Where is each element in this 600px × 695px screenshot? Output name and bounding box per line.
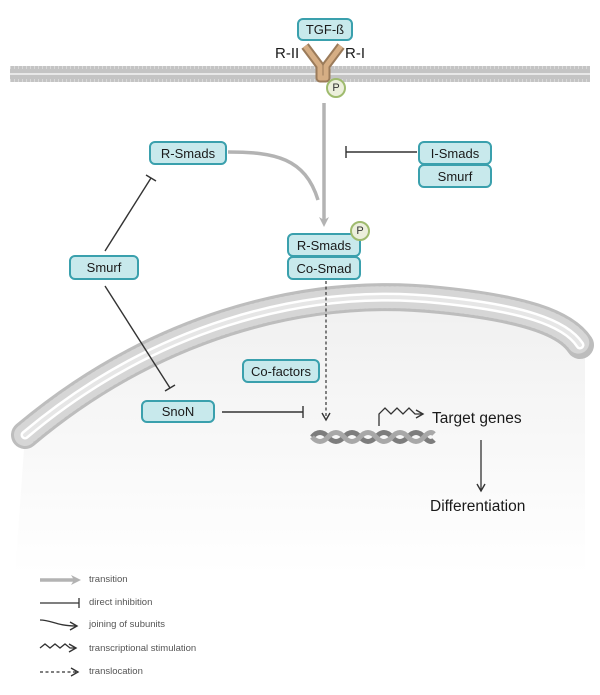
co-factors-node: Co-factors <box>242 359 320 383</box>
smurf-node-right: Smurf <box>418 164 492 188</box>
complex-phospho-badge: P <box>350 221 370 241</box>
nucleus-interior <box>15 297 585 575</box>
legend-item-joining: joining of subunits <box>89 619 166 630</box>
joining-arrow-icon <box>39 619 79 631</box>
wavy-arrow-icon <box>39 643 78 653</box>
i-smads-node: I-Smads <box>418 141 492 165</box>
dna-helix-icon <box>310 430 436 444</box>
r-smads-complex-node: R-Smads <box>287 233 361 257</box>
legend-item-transcriptional: transcriptional stimulation <box>89 643 197 654</box>
inhibition-line-smurf-snon <box>104 285 171 389</box>
tgf-beta-node: TGF-ß <box>297 18 353 41</box>
receptor-r1-label: R-I <box>345 45 365 62</box>
snon-node: SnoN <box>141 400 215 423</box>
receptor-r2-label: R-II <box>275 45 300 62</box>
r-smads-node: R-Smads <box>149 141 227 165</box>
smurf-node-left: Smurf <box>69 255 139 280</box>
legend-item-translocation: translocation <box>89 666 143 677</box>
differentiation-label: Differentiation <box>430 498 526 515</box>
inhibition-line-smurf-rsmads <box>104 177 152 252</box>
inhibition-line-icon <box>40 598 80 608</box>
legend-item-direct-inhibition: direct inhibition <box>89 597 153 608</box>
receptor-phospho-badge: P <box>326 78 346 98</box>
joining-arrow-rsmads <box>227 150 320 201</box>
legend-item-transition: transition <box>89 574 128 585</box>
co-smad-node: Co-Smad <box>287 256 361 280</box>
transcriptional-stimulation-arrow <box>378 407 425 426</box>
receptor-icon <box>301 43 345 83</box>
target-genes-label: Target genes <box>432 410 522 427</box>
cell-membrane <box>10 66 590 82</box>
